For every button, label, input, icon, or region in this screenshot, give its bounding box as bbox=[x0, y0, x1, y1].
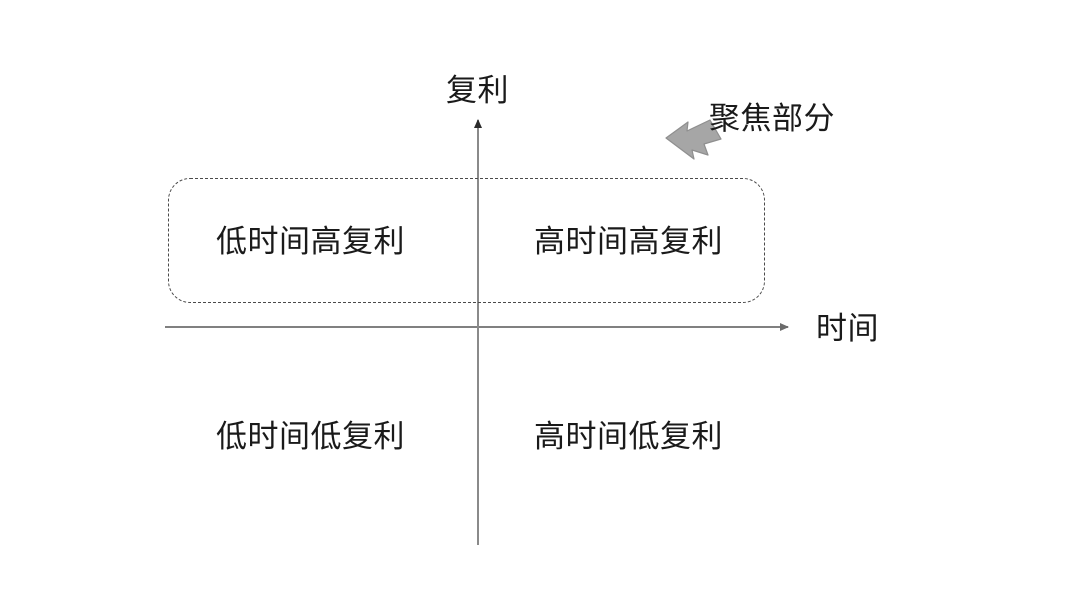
y-axis-label: 复利 bbox=[446, 73, 509, 108]
focus-annotation-label: 聚焦部分 bbox=[709, 101, 835, 136]
quadrant-label-bottom-right: 高时间低复利 bbox=[534, 419, 723, 454]
x-axis-label: 时间 bbox=[816, 311, 879, 346]
quadrant-label-top-right: 高时间高复利 bbox=[534, 224, 723, 259]
quadrant-label-bottom-left: 低时间低复利 bbox=[216, 419, 405, 454]
quadrant-label-top-left: 低时间高复利 bbox=[216, 224, 405, 259]
arrow-down-left-icon bbox=[665, 119, 722, 160]
focus-region-dashed-box bbox=[168, 178, 765, 303]
